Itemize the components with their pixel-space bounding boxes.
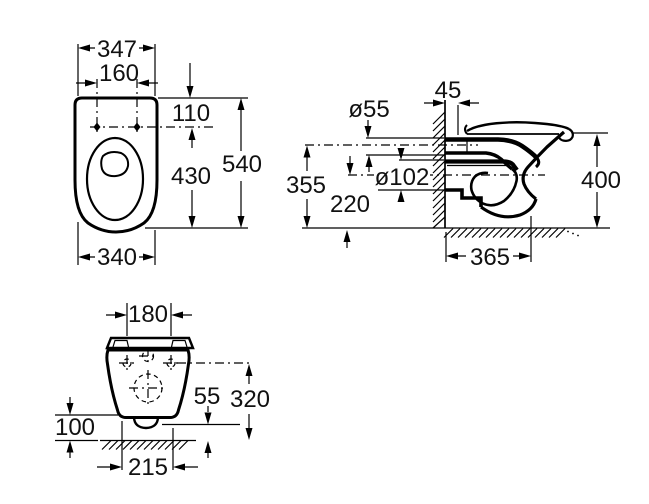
dim-400-arrowhead-up [593, 134, 601, 146]
dim-side-fixing-offset: 45 [435, 77, 462, 104]
side-view-bowl-bottom [480, 198, 538, 219]
rear-view-seat-band [105, 336, 195, 350]
dim-o55-arrowheads [364, 126, 373, 167]
dim-220-arrowhead-up [343, 230, 351, 242]
dim-side-inlet-diameter: ø55 [348, 96, 389, 123]
dim-rear-base-width: 215 [128, 454, 168, 481]
dim-347-extensions [77, 44, 156, 96]
rear-view-fixing-hole-left-cross [119, 355, 136, 372]
dim-430-arrowhead-down [188, 216, 196, 228]
top-view-pan-outline [73, 96, 159, 234]
side-view-seat-hinge-hook [558, 128, 574, 142]
top-view-bowl-rim [85, 136, 145, 222]
side-view-outlet-edge-lines [378, 159, 444, 191]
dim-side-overall-height: 400 [581, 167, 621, 194]
dim-110-arrowhead-up [188, 128, 196, 140]
dim-320-arrowhead-down [245, 428, 253, 440]
dim-220-arrowhead-down [346, 163, 354, 175]
rear-view-floor-hatching [101, 440, 189, 450]
dim-side-outlet-axis-height: 220 [330, 191, 370, 218]
dim-55-arrowheads [204, 412, 212, 453]
dim-o102-arrowhead-down [397, 148, 405, 160]
side-view-floor-hatching [443, 228, 566, 238]
side-view-outlet-top-wall [445, 159, 519, 172]
dim-side-outlet-diameter: ø102 [375, 164, 430, 191]
top-view-ref-lines [145, 97, 248, 229]
side-view-rim-channel-bottom [445, 151, 514, 171]
side-view: 45 ø55 ø102 355 220 400 365 [286, 77, 621, 271]
dim-340-extensions [77, 222, 156, 265]
side-view-floor-hatch-dot2 [572, 232, 574, 235]
side-view-seat-front-edge [464, 124, 468, 135]
dim-top-bowl-length: 430 [171, 163, 211, 190]
dim-o102-arrowhead-up [397, 190, 405, 202]
dim-top-bottom-width: 340 [97, 244, 137, 271]
rear-view: 180 320 55 100 215 [55, 301, 270, 481]
dim-540-arrowhead-down [237, 216, 245, 228]
dim-180-extensions [126, 303, 172, 336]
dim-rear-fixing-height: 320 [230, 386, 270, 413]
dim-top-overall-width: 347 [97, 36, 137, 63]
top-view-trap-outline [100, 151, 130, 178]
dim-110-arrowhead-down [186, 86, 194, 98]
side-view-rim-channel-top [445, 137, 539, 160]
dim-45-arrowheads [433, 99, 470, 107]
dim-540-arrowhead-up [237, 98, 245, 110]
dim-rear-trap-clearance: 55 [194, 383, 221, 410]
side-view-wall-hatching [432, 111, 446, 229]
rear-view-outlet-bump [132, 417, 160, 430]
dim-top-fixing-spacing: 160 [99, 60, 139, 87]
side-view-inlet-edge-lines [366, 137, 444, 156]
side-view-floor-hatch-dot3 [577, 234, 579, 237]
rear-view-inlet-hole-cross [139, 347, 157, 366]
dim-rear-fixing-spacing: 180 [128, 301, 168, 328]
dim-o102-label-mask [374, 166, 430, 187]
dim-side-overall-depth: 365 [470, 244, 510, 271]
dim-100-ref-lines [55, 414, 118, 442]
dim-top-fixing-offset: 110 [172, 100, 210, 127]
dim-365-extensions [445, 216, 532, 262]
dim-320-arrowhead-up [245, 364, 253, 376]
dim-215-extensions [121, 421, 174, 470]
top-view: 347 160 110 430 540 340 [73, 36, 262, 271]
side-view-floor-hatch-dot1 [567, 230, 569, 233]
dim-100-arrowheads [66, 403, 74, 453]
side-view-trap-loop [469, 167, 519, 207]
rear-view-seat-buffers [112, 339, 188, 348]
side-view-bowl-front [521, 130, 566, 201]
dim-400-arrowhead-down [593, 216, 601, 228]
dim-rear-body-clearance: 100 [55, 414, 95, 441]
side-view-seat-top [466, 121, 570, 133]
rear-view-outlet-hole-cross [129, 370, 167, 406]
dim-top-overall-length: 540 [222, 151, 262, 178]
dim-side-inlet-axis-height: 355 [286, 172, 326, 199]
